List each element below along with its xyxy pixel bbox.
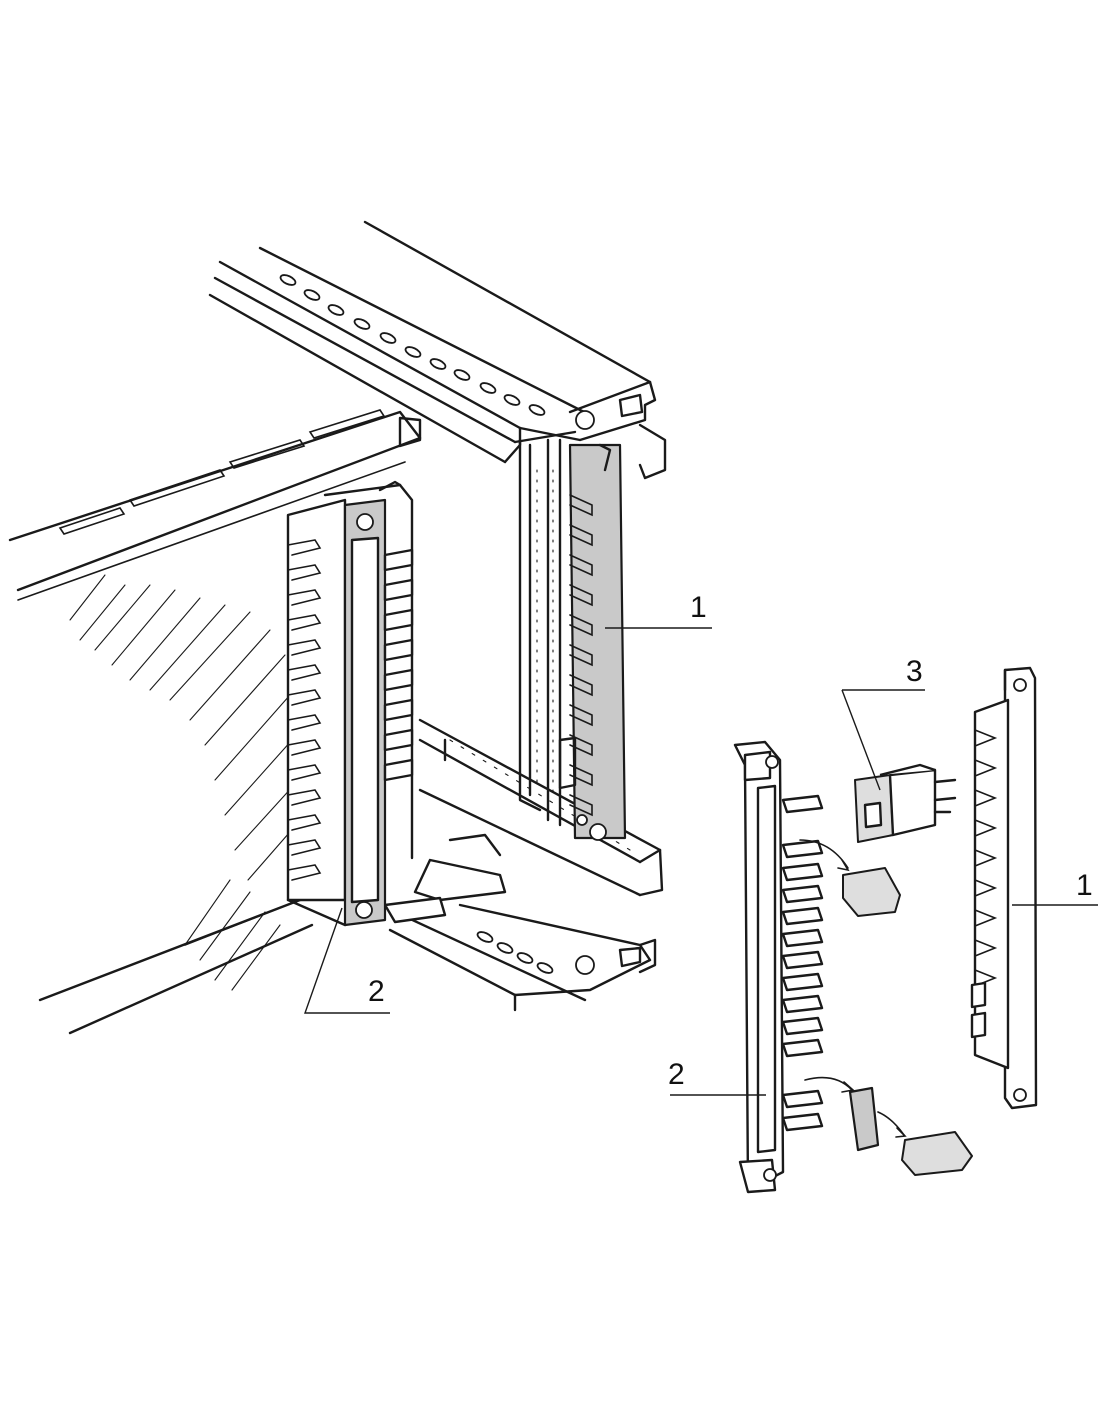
- front-panel-assembled: [286, 480, 414, 927]
- callout-2-assembled: 2: [304, 907, 390, 1014]
- callout-label-2-assembled: 2: [368, 975, 385, 1008]
- rail-holes-bottom: [476, 931, 554, 974]
- exploded-view: 3 1: [668, 655, 1098, 1194]
- guide-rail-exploded: 1: [970, 666, 1098, 1110]
- callout-label-2-exploded: 2: [668, 1058, 685, 1091]
- rail-holes-top: [279, 274, 546, 416]
- callout-label-1-assembled: 1: [690, 591, 707, 624]
- callout-label-3-exploded: 3: [906, 655, 923, 688]
- guide-rail-teeth: [569, 494, 593, 817]
- subrack-assembly: 1 2: [8, 220, 712, 1035]
- callout-label-1-exploded: 1: [1076, 869, 1093, 902]
- front-panel-exploded: [733, 740, 973, 1194]
- front-panel-comb-left: [287, 539, 322, 881]
- side-wall-panel: [8, 409, 422, 1035]
- adapter-exploded: 3: [841, 655, 957, 843]
- exploded-fingers: [781, 794, 824, 1132]
- top-rail: [208, 220, 667, 480]
- guide-rail-assembled: [518, 438, 627, 841]
- bottom-rail: [378, 718, 664, 1012]
- front-panel-fingers: [383, 548, 414, 782]
- callout-1-assembled: 1: [605, 591, 712, 629]
- panel-hatching: [69, 574, 297, 991]
- callout-2-exploded: 2: [668, 1058, 766, 1096]
